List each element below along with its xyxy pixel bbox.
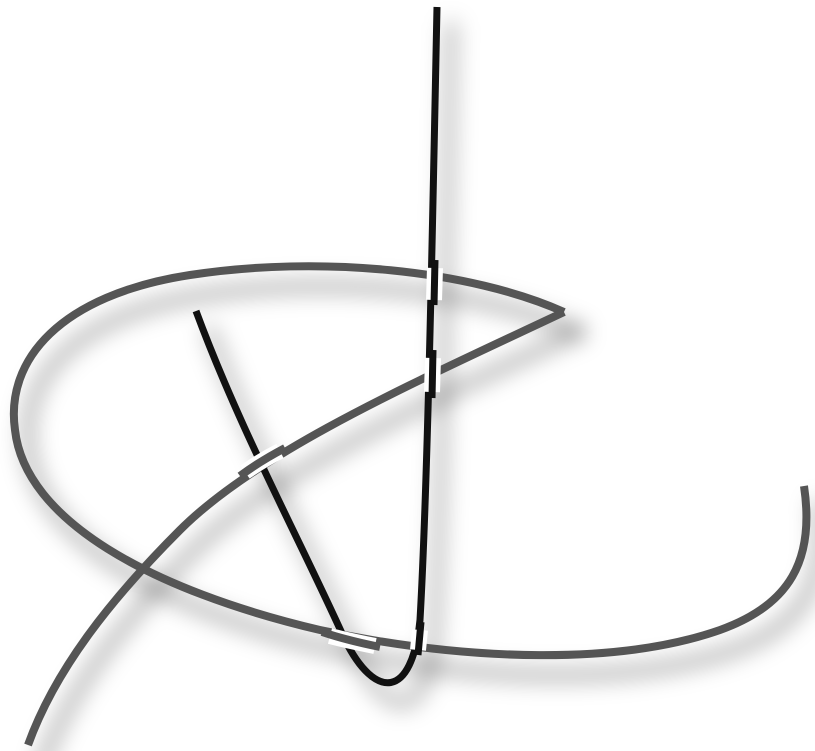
black-crossing-segment-1 (434, 260, 435, 305)
gray-strand-loop (14, 266, 807, 655)
black-crossing-segment-2 (432, 350, 433, 398)
black-crossing-segment-3 (418, 622, 421, 655)
black-strand (196, 7, 437, 683)
